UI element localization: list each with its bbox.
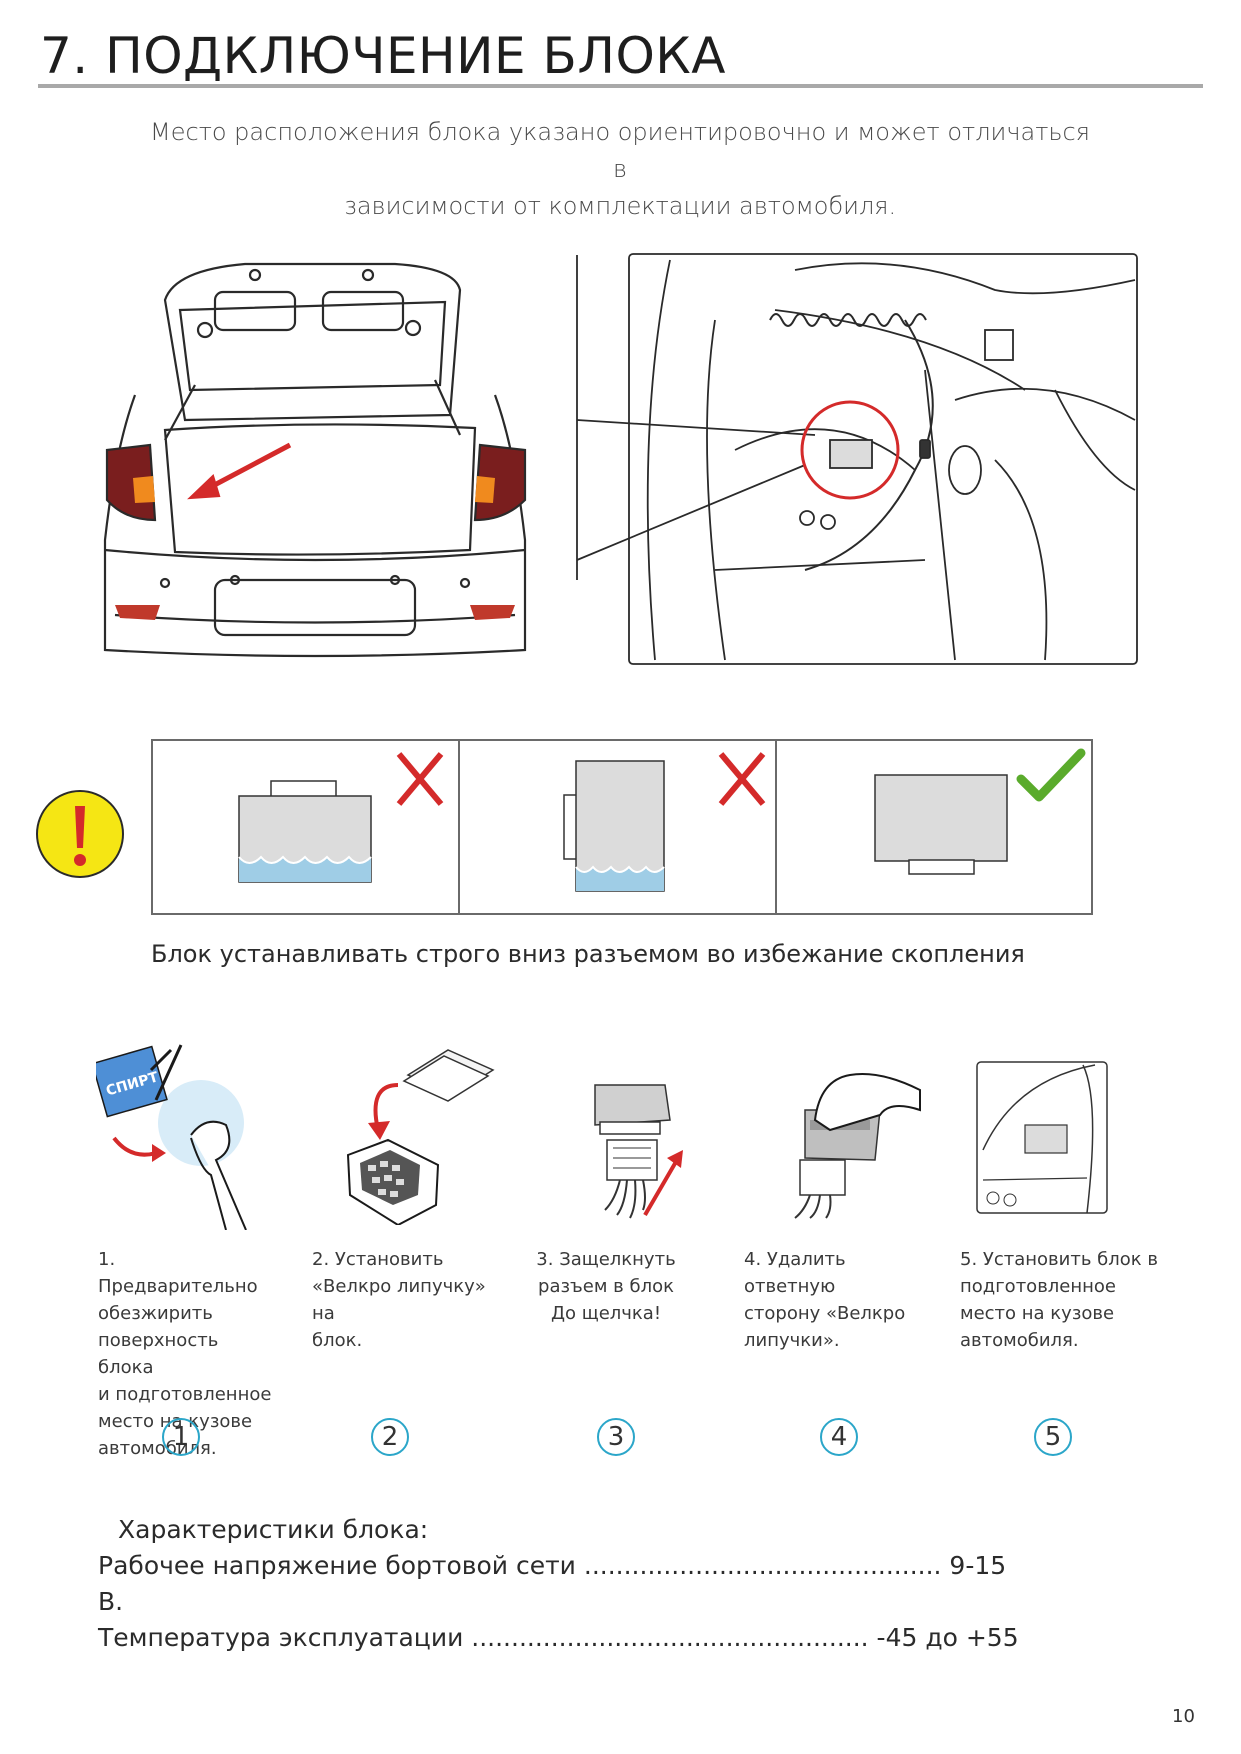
title-underline: [38, 84, 1203, 88]
page-title: 7. ПОДКЛЮЧЕНИЕ БЛОКА: [40, 26, 726, 86]
intro-line-2: зависимости от комплектации автомобиля.: [140, 188, 1100, 225]
step-5-illustration: [975, 1060, 1109, 1215]
step-text-line: сторону «Велкро: [744, 1300, 939, 1327]
step-text-line: автомобиля.: [960, 1327, 1160, 1354]
specs-block: Характеристики блока: Рабочее напряжение…: [98, 1512, 1019, 1656]
intro-line-1: Место расположения блока указано ориенти…: [140, 114, 1100, 188]
step-text-line: обезжирить: [98, 1300, 278, 1327]
exclamation-icon: [34, 788, 126, 880]
step-3-illustration: [565, 1080, 685, 1220]
step-text-line: и подготовленное: [98, 1381, 278, 1408]
specs-heading: Характеристики блока:: [98, 1512, 1019, 1548]
step-text-line: поверхность блока: [98, 1327, 278, 1381]
intro-text: Место расположения блока указано ориенти…: [140, 114, 1100, 225]
page-number: 10: [1172, 1706, 1195, 1727]
step-text-line: подготовленное: [960, 1273, 1160, 1300]
specs-voltage: Рабочее напряжение бортовой сети .......…: [98, 1548, 1019, 1584]
trunk-interior-illustration: [575, 250, 1141, 670]
step-2-illustration: [338, 1045, 498, 1225]
step-text-line: 4. Удалить ответную: [744, 1246, 939, 1300]
step-5-text: 5. Установить блок в подготовленное мест…: [960, 1246, 1160, 1354]
step-1-number: 1: [162, 1418, 200, 1456]
step-5-number: 5: [1034, 1418, 1072, 1456]
step-4-text: 4. Удалить ответную сторону «Велкро липу…: [744, 1246, 939, 1354]
step-4-illustration: [770, 1060, 930, 1220]
orientation-caption: Блок устанавливать строго вниз разъемом …: [151, 940, 1025, 968]
step-1-illustration: СПИРТ: [96, 1040, 266, 1230]
step-4-number: 4: [820, 1418, 858, 1456]
step-text-line: блок.: [312, 1327, 507, 1354]
specs-temperature: Температура эксплуатации ...............…: [98, 1620, 1019, 1656]
step-text-line: разъем в блок: [536, 1273, 676, 1300]
car-rear-illustration: [95, 250, 535, 670]
step-text-line: 1. Предварительно: [98, 1246, 278, 1300]
step-2-number: 2: [371, 1418, 409, 1456]
step-text-line: 5. Установить блок в: [960, 1246, 1160, 1273]
step-text-line: 3. Защелкнуть: [536, 1246, 676, 1273]
orientation-panel: [151, 739, 1093, 915]
specs-voltage-unit: В.: [98, 1584, 1019, 1620]
step-text-line: До щелчка!: [536, 1300, 676, 1327]
step-3-text: 3. Защелкнуть разъем в блок До щелчка!: [536, 1246, 676, 1327]
step-text-line: 2. Установить: [312, 1246, 507, 1273]
step-text-line: место на кузове: [960, 1300, 1160, 1327]
step-2-text: 2. Установить «Велкро липучку» на блок.: [312, 1246, 507, 1354]
step-text-line: «Велкро липучку» на: [312, 1273, 507, 1327]
step-3-number: 3: [597, 1418, 635, 1456]
step-text-line: липучки».: [744, 1327, 939, 1354]
